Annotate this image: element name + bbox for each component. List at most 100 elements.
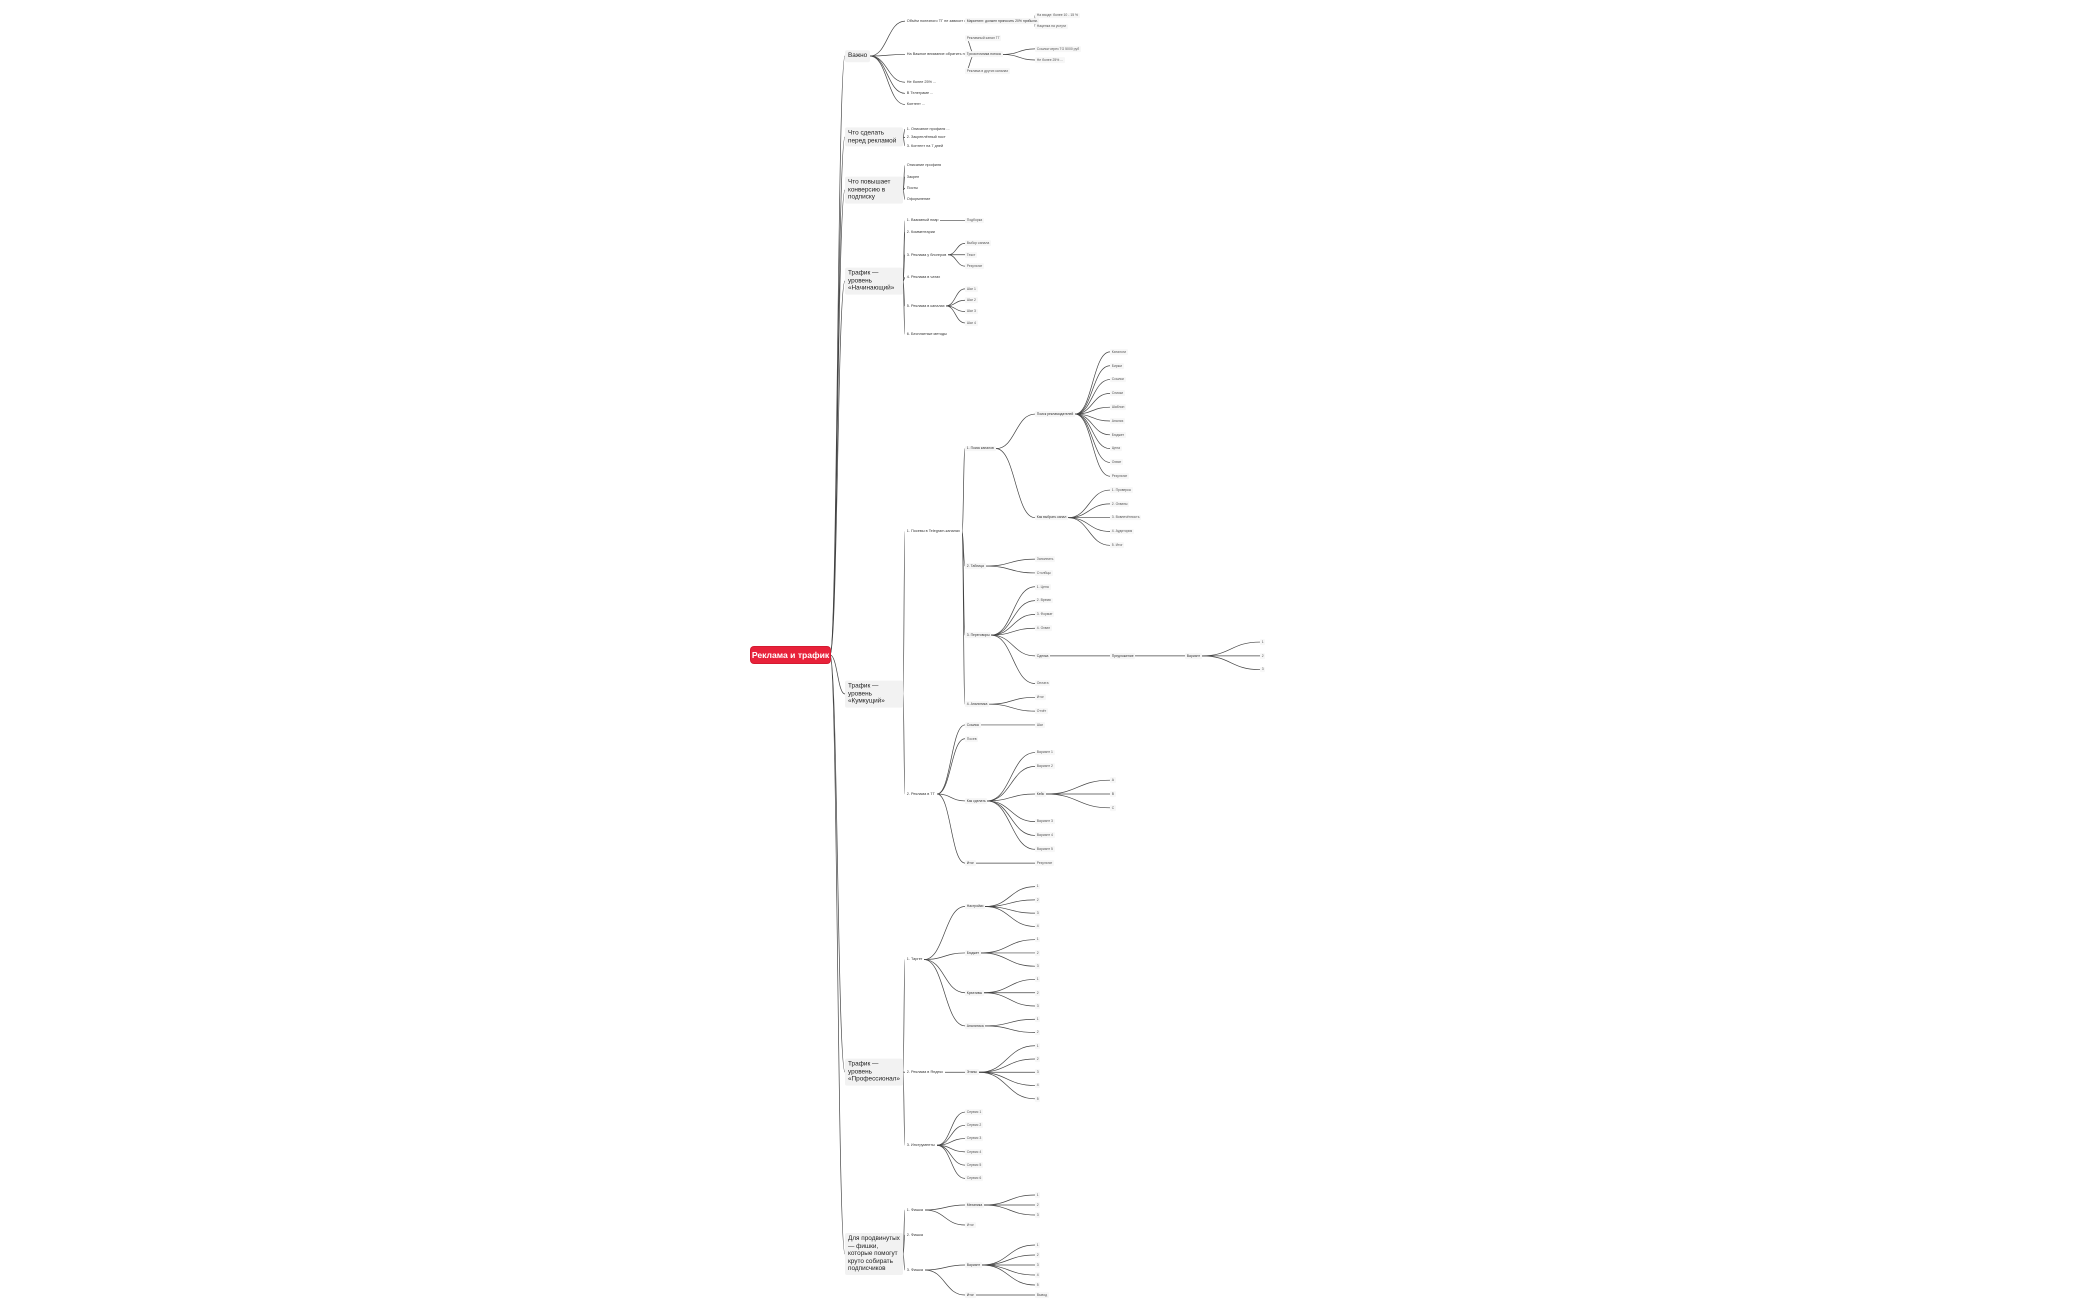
leaf-node[interactable]: Цена (1110, 445, 1122, 452)
leaf-node[interactable]: 3 (1260, 666, 1266, 673)
leaf-node[interactable]: Вариант 3 (1035, 818, 1055, 825)
branch-node[interactable]: Трафик — уровень «Кумкущий» (845, 680, 903, 708)
leaf-node[interactable]: Оплата (1035, 680, 1051, 687)
leaf-node[interactable]: 3. Контент на 7 дней (906, 143, 944, 148)
topic-node[interactable]: На Важное внимание обратить на спрос. (906, 52, 980, 57)
topic-node[interactable]: Этапы (965, 1069, 979, 1076)
leaf-node[interactable]: Шаг 2 (965, 297, 978, 304)
topic-node[interactable]: 1. Взаимный пиар (906, 218, 939, 223)
leaf-node[interactable]: Шаг 4 (965, 320, 978, 326)
topic-node[interactable]: 2. Реклама в Яндекс (906, 1070, 944, 1075)
leaf-node[interactable]: 3 (1035, 1262, 1041, 1268)
leaf-node[interactable]: Не более 25% ... (1035, 57, 1065, 63)
leaf-node[interactable]: B (1110, 791, 1116, 797)
leaf-node[interactable]: В Телеграме ... (906, 91, 934, 96)
leaf-node[interactable]: Анализ (1110, 418, 1126, 424)
leaf-node[interactable]: 1 (1035, 1242, 1041, 1248)
leaf-node[interactable]: Сервис 3 (965, 1135, 984, 1142)
leaf-node[interactable]: Биржи (1110, 362, 1124, 369)
leaf-node[interactable]: Наценка на услуги (1035, 23, 1068, 30)
topic-node[interactable]: 1. Поиск каналов (965, 445, 996, 452)
topic-node[interactable]: Настройки (965, 903, 986, 910)
leaf-node[interactable]: 3 (1035, 1212, 1041, 1218)
leaf-node[interactable]: 5 (1035, 1095, 1041, 1102)
leaf-node[interactable]: На входе: более 10 ‑ 15 % (1035, 12, 1080, 19)
topic-node[interactable]: Бюджет (965, 950, 981, 956)
leaf-node[interactable]: Шаг (1035, 722, 1045, 728)
leaf-node[interactable]: 1 (1035, 976, 1041, 983)
leaf-node[interactable]: Заполнить (1035, 556, 1056, 563)
leaf-node[interactable]: 1 (1260, 639, 1266, 645)
branch-node[interactable]: Что повышает конверсию в подписку (845, 176, 903, 204)
leaf-node[interactable]: Закреп (906, 174, 920, 179)
leaf-node[interactable]: 1 (1035, 936, 1041, 943)
topic-node[interactable]: Как выбрать канал (1035, 514, 1069, 521)
leaf-node[interactable]: 2 (1035, 1202, 1041, 1208)
leaf-node[interactable]: Посты (906, 186, 919, 191)
leaf-node[interactable]: Сервис 1 (965, 1109, 984, 1115)
leaf-node[interactable]: 2. Время (1035, 597, 1053, 604)
leaf-node[interactable]: Подборка (965, 217, 984, 224)
leaf-node[interactable]: A (1110, 777, 1116, 784)
topic-node[interactable]: 2. Реклама в ТГ (906, 791, 935, 796)
leaf-node[interactable]: Сервис 5 (965, 1162, 984, 1168)
leaf-node[interactable]: Ссылки (1110, 376, 1126, 383)
leaf-node[interactable]: 3 (1035, 1003, 1041, 1009)
topic-node[interactable]: Объём полезного ТГ не зависит от обьема … (906, 19, 1000, 24)
leaf-node[interactable]: Описание профиля (906, 163, 942, 168)
branch-node[interactable]: Трафик — уровень «Начинающий» (845, 267, 903, 295)
leaf-node[interactable]: 2. Фишка (906, 1232, 923, 1237)
leaf-node[interactable]: 1. Проверка (1110, 487, 1133, 493)
leaf-node[interactable]: Бюджет (1110, 431, 1126, 438)
leaf-node[interactable]: 3 (1035, 910, 1041, 917)
leaf-node[interactable]: 3 (1035, 1069, 1041, 1076)
branch-node[interactable]: Важно (845, 50, 871, 62)
leaf-node[interactable]: 2 (1035, 950, 1041, 956)
leaf-node[interactable]: 2. Комментарии (906, 229, 935, 234)
branch-node[interactable]: Что сделать перед рекламой (845, 127, 903, 147)
leaf-node[interactable]: 2 (1035, 1056, 1041, 1062)
leaf-node[interactable]: Не более 25% ... (906, 80, 937, 85)
leaf-node[interactable]: Результат (1110, 473, 1130, 480)
leaf-node[interactable]: Шаг 1 (965, 285, 978, 292)
leaf-node[interactable]: Вариант 2 (1035, 763, 1055, 770)
leaf-node[interactable]: Вывод (1035, 1292, 1049, 1298)
topic-node[interactable]: Как сделать (965, 798, 988, 804)
leaf-node[interactable]: 1. Описание профиля ... (906, 127, 950, 132)
leaf-node[interactable]: 2 (1035, 1029, 1041, 1036)
topic-node[interactable]: Поиск рекламодателей (1035, 411, 1076, 417)
leaf-node[interactable]: Охват (1110, 459, 1124, 466)
leaf-node[interactable]: Выбор канала (965, 240, 992, 247)
leaf-node[interactable]: Итог (1035, 694, 1046, 701)
topic-node[interactable]: Вариант (1185, 652, 1202, 659)
topic-node[interactable]: 5. Реклама в каналах (906, 303, 945, 308)
topic-node[interactable]: 2. Таблица (965, 563, 986, 569)
topic-node[interactable]: 4. Аналитика (965, 701, 990, 708)
leaf-node[interactable]: 1 (1035, 1016, 1041, 1023)
topic-node[interactable]: Сделка (1035, 652, 1051, 659)
leaf-node[interactable]: 4 (1035, 1272, 1041, 1278)
leaf-node[interactable]: 1 (1035, 1192, 1041, 1198)
branch-node[interactable]: Для продвинутых — фишки, которые помогут… (845, 1233, 903, 1275)
topic-node[interactable]: Предложение (1110, 652, 1136, 659)
leaf-node[interactable]: 5 (1035, 1282, 1041, 1288)
leaf-node[interactable]: Вариант 5 (1035, 846, 1055, 853)
leaf-node[interactable]: 1. Цена (1035, 583, 1051, 590)
leaf-node[interactable]: 4 (1035, 923, 1041, 930)
leaf-node[interactable]: 2 (1035, 896, 1041, 903)
topic-node[interactable]: Ссылка (965, 722, 981, 728)
topic-node[interactable]: Вариант (965, 1262, 982, 1268)
leaf-node[interactable]: Столбцы (1035, 570, 1053, 576)
leaf-node[interactable]: Итог (965, 1222, 976, 1228)
leaf-node[interactable]: Сервис 6 (965, 1175, 984, 1182)
topic-node[interactable]: Итог (965, 860, 976, 866)
leaf-node[interactable]: 5. Итог (1110, 542, 1125, 549)
leaf-node[interactable]: 2. Охваты (1110, 500, 1130, 507)
topic-node[interactable]: Три источника потока (965, 51, 1003, 58)
topic-node[interactable]: Механика (965, 1202, 985, 1208)
topic-node[interactable]: Маркетинг: должен приносить 20% прибыли. (965, 18, 1040, 25)
topic-node[interactable]: 3. Фишка (906, 1267, 923, 1272)
leaf-node[interactable]: 1 (1035, 883, 1041, 890)
leaf-node[interactable]: Рекламный канал ТГ (965, 34, 1002, 41)
